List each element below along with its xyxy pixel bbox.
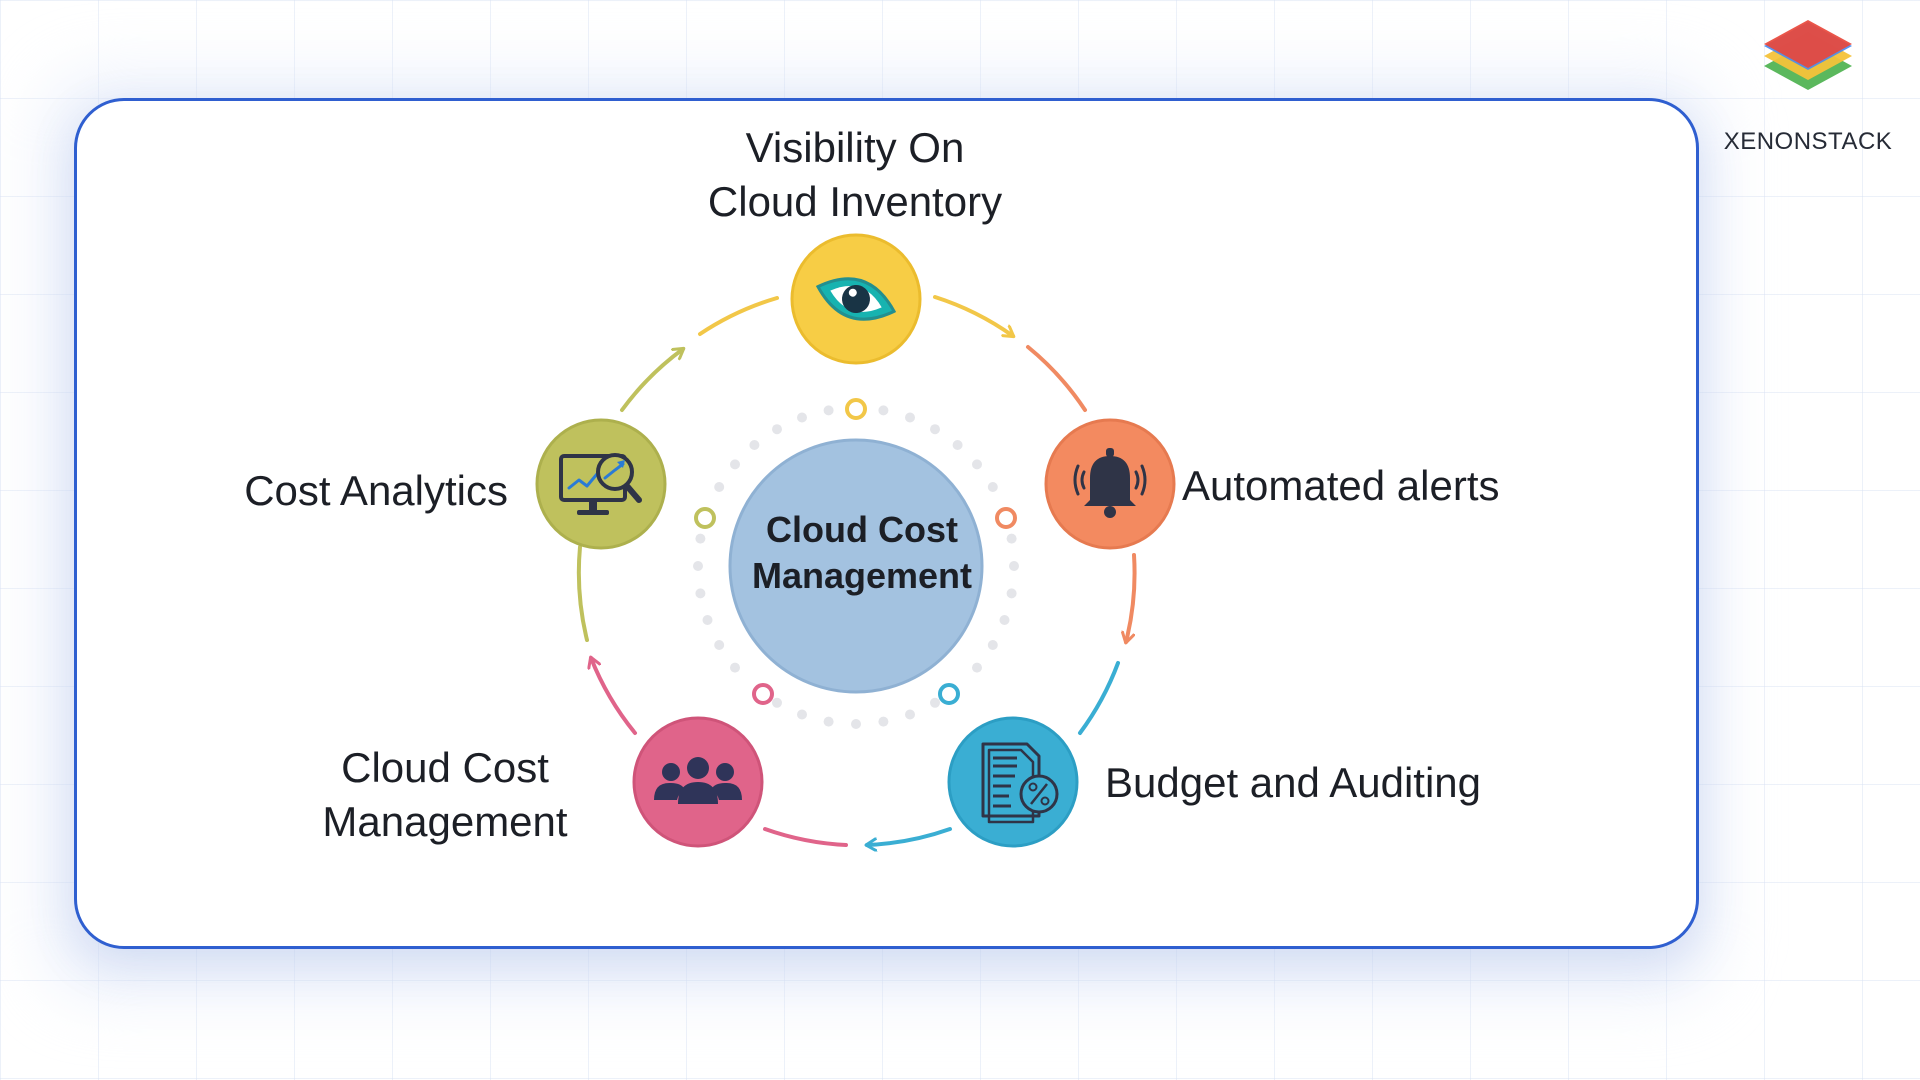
center-circle	[728, 438, 984, 694]
inner-dot	[730, 459, 740, 470]
inner-dot	[987, 640, 998, 650]
step-visibility	[790, 233, 922, 365]
inner-dot	[905, 709, 915, 720]
inner-dot	[1006, 533, 1017, 544]
inner-dot	[772, 697, 782, 708]
inner-dot	[878, 716, 889, 727]
budget-document-icon	[981, 742, 1059, 824]
step-label-cost-analytics: Cost Analytics	[244, 467, 508, 514]
connector-line-5	[576, 545, 589, 642]
inner-dot	[851, 719, 861, 729]
brand-name: XENONSTACK	[1723, 128, 1893, 155]
inner-dot	[972, 662, 982, 673]
step-budget	[947, 716, 1079, 848]
connector-arrow-3	[867, 827, 952, 845]
layers-logo-icon	[1764, 20, 1852, 90]
inner-dot	[999, 615, 1010, 625]
connector-arrow-2	[1126, 553, 1137, 642]
ring-marker-blue	[938, 683, 960, 705]
inner-dot	[797, 412, 807, 423]
inner-dot	[693, 561, 703, 571]
inner-dot-ring	[693, 405, 1019, 729]
connector-arrow-5	[620, 349, 683, 412]
step-label-budget: Budget and Auditing	[1105, 759, 1481, 806]
step-cloud-cost-management	[632, 716, 764, 848]
analytics-monitor-icon	[559, 453, 642, 515]
inner-dot	[823, 716, 834, 727]
inner-dot	[797, 709, 807, 720]
inner-dot	[823, 405, 834, 416]
xenonstack-logo: XENONSTACK	[1708, 18, 1908, 168]
step-circle-budget	[947, 716, 1079, 848]
step-label-alerts: Automated alerts	[1182, 462, 1500, 509]
inner-dot	[972, 459, 982, 470]
step-alerts	[1044, 418, 1176, 550]
ring-marker-orange	[995, 507, 1017, 529]
ring-marker-pink	[752, 683, 774, 705]
step-cost-analytics	[535, 418, 667, 550]
inner-dot	[1009, 561, 1019, 571]
ring-marker-olive	[694, 507, 716, 529]
inner-dot	[1006, 588, 1017, 599]
connector-arrow-4	[591, 658, 637, 735]
inner-dot	[714, 640, 725, 650]
inner-dot	[930, 697, 940, 708]
connector-line-1	[698, 296, 779, 336]
inner-dot	[749, 440, 760, 450]
ring-marker-yellow	[845, 398, 867, 420]
connector-arrow-1	[933, 295, 1013, 336]
inner-dot	[987, 482, 998, 492]
inner-dot	[905, 412, 915, 423]
inner-dot	[730, 662, 740, 673]
connector-line-4	[763, 827, 848, 847]
eye-icon	[815, 277, 897, 321]
team-icon	[654, 757, 742, 804]
inner-dot	[952, 440, 963, 450]
inner-dot	[878, 405, 889, 416]
connector-line-2	[1026, 345, 1087, 412]
inner-dot	[695, 588, 706, 599]
inner-dot	[695, 533, 706, 544]
connector-line-3	[1078, 661, 1120, 735]
inner-dot	[930, 424, 940, 435]
inner-dot	[702, 615, 713, 625]
inner-dot	[714, 482, 725, 492]
bell-icon	[1073, 448, 1147, 518]
inner-dot	[772, 424, 782, 435]
